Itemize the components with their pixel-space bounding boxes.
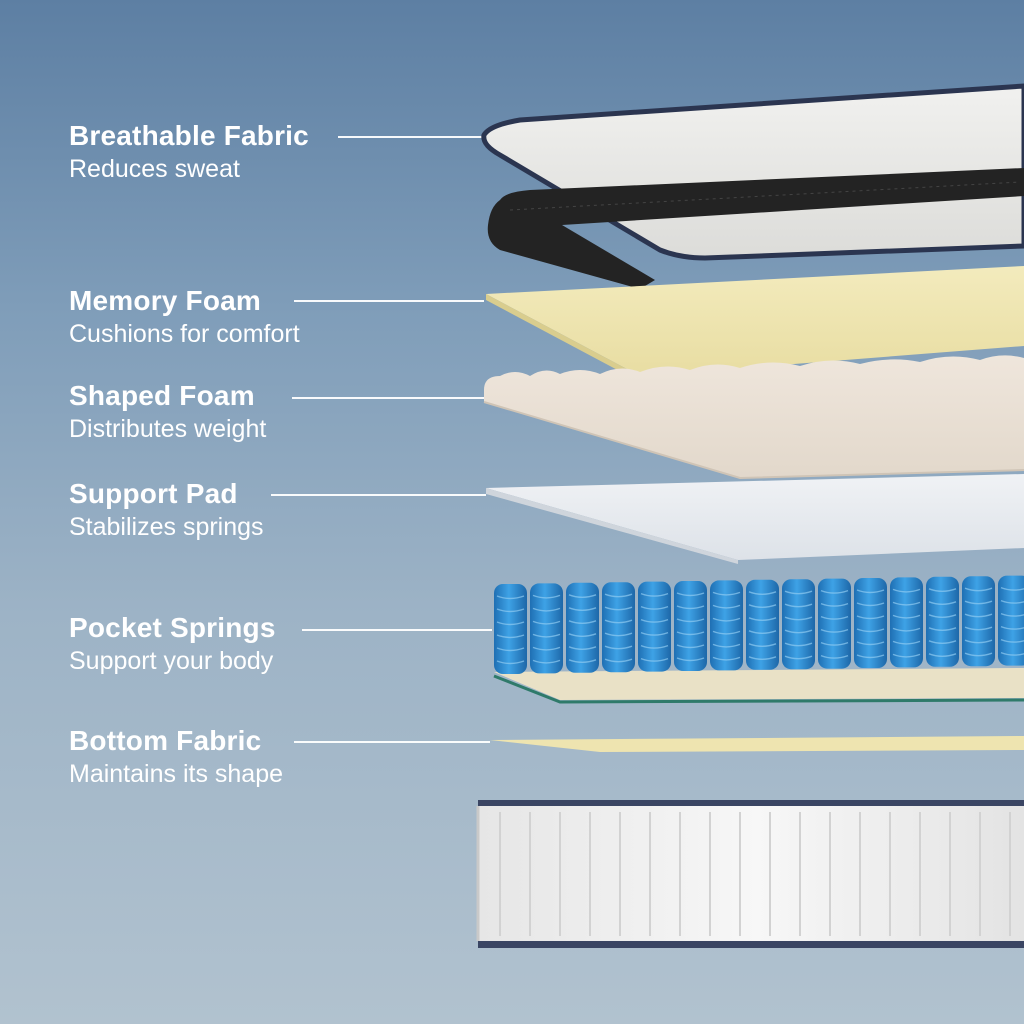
spring-coil (782, 579, 815, 670)
leader-line (294, 741, 490, 743)
spring-coil (530, 583, 563, 674)
spring-coil (998, 575, 1024, 666)
layer-title: Memory Foam (69, 285, 262, 316)
bottom-fabric-layer (490, 736, 1024, 752)
spring-coil (638, 581, 671, 672)
spring-coil (602, 582, 635, 673)
spring-coil (566, 582, 599, 673)
spring-coil (710, 580, 743, 671)
spring-coil (494, 584, 527, 674)
layer-subtitle: Reduces sweat (69, 155, 240, 183)
leader-line (302, 629, 492, 631)
layer-subtitle: Cushions for comfort (69, 320, 300, 348)
leader-line (292, 397, 484, 399)
spring-coil (674, 581, 707, 671)
layer-title: Support Pad (69, 478, 238, 509)
spring-coil (926, 576, 959, 667)
layer-title: Bottom Fabric (69, 725, 262, 756)
layer-label-shaped-foam: Shaped Foam Distributes weight (69, 379, 266, 445)
layer-title: Breathable Fabric (69, 120, 309, 151)
layer-subtitle: Stabilizes springs (69, 513, 264, 541)
layer-subtitle: Maintains its shape (69, 760, 284, 788)
spring-coil (962, 576, 995, 667)
layer-subtitle: Support your body (69, 647, 274, 675)
spring-coil (746, 579, 779, 670)
layer-label-bottom-fabric: Bottom Fabric Maintains its shape (69, 724, 283, 790)
spring-coil (818, 578, 851, 669)
layer-title: Pocket Springs (69, 612, 276, 643)
spring-coil (854, 578, 887, 668)
memory-foam-layer (486, 266, 1024, 382)
layer-label-support-pad: Support Pad Stabilizes springs (69, 477, 264, 543)
leader-line (338, 136, 484, 138)
pocket-springs-layer (493, 575, 1024, 704)
spring-coil (890, 577, 923, 668)
leader-line (271, 494, 486, 496)
layer-label-memory-foam: Memory Foam Cushions for comfort (69, 284, 300, 350)
layer-label-pocket-springs: Pocket Springs Support your body (69, 611, 276, 677)
assembled-mattress (476, 800, 1024, 948)
shaped-foam-layer (483, 355, 1024, 480)
leader-line (294, 300, 484, 302)
layer-title: Shaped Foam (69, 380, 255, 411)
layer-subtitle: Distributes weight (69, 415, 267, 443)
black-band-layer (487, 168, 1024, 289)
support-pad-layer (486, 474, 1024, 564)
layer-label-breathable-fabric: Breathable Fabric Reduces sweat (69, 119, 309, 185)
